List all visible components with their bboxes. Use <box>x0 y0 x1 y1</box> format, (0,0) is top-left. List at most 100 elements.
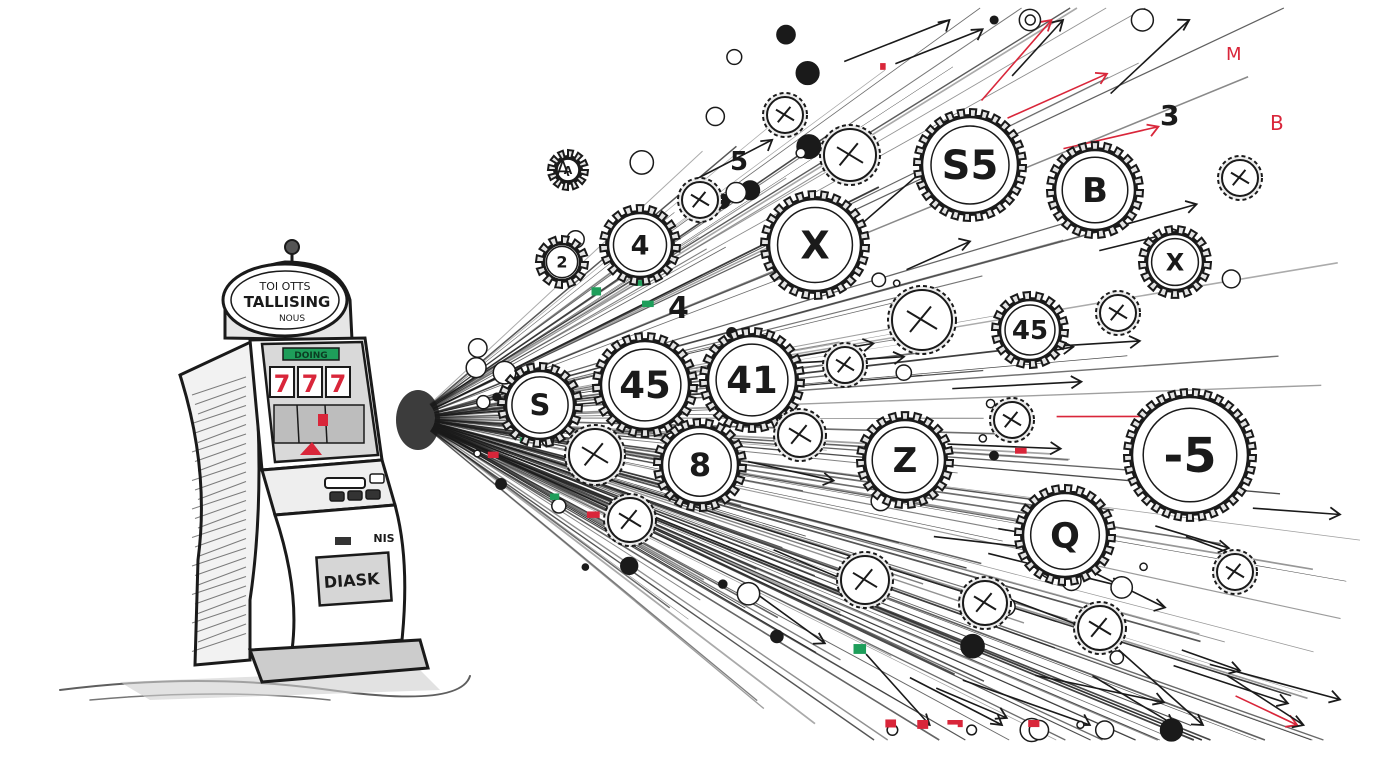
loose-glyphs: 5 3 A B M 4 <box>556 44 1284 326</box>
coin-13: A <box>546 148 590 192</box>
coin-label: -5 <box>1163 428 1216 484</box>
small-circle <box>770 629 784 644</box>
glyph-b: B <box>1270 111 1284 135</box>
coin-label: S5 <box>942 143 999 189</box>
accent-mark <box>880 63 886 70</box>
small-circle <box>629 150 655 175</box>
small-circle <box>475 394 491 410</box>
accent-mark <box>633 280 644 286</box>
small-circle <box>871 272 887 288</box>
arrow <box>1110 18 1191 95</box>
accent-mark <box>853 644 867 654</box>
accent-mark <box>885 719 897 728</box>
arrow <box>1209 663 1342 704</box>
accent-mark <box>947 720 959 725</box>
small-circle <box>966 724 978 736</box>
glyph-4: 4 <box>668 291 689 326</box>
speed-line <box>433 423 1025 624</box>
coin-label: X <box>800 223 829 267</box>
small-circle <box>895 364 913 382</box>
coin-outline <box>603 493 657 547</box>
small-circle <box>1110 576 1134 599</box>
small-circle <box>725 181 748 204</box>
speed-line <box>431 177 787 408</box>
glyph-m: M <box>1226 44 1242 65</box>
speed-line <box>431 427 1195 741</box>
small-circle <box>1094 720 1115 740</box>
coin-1: S5 <box>912 107 1028 223</box>
arrow <box>1101 200 1199 232</box>
small-circle <box>736 581 761 606</box>
coin-outline <box>1073 601 1127 655</box>
top-sign: TOI OTTS TALLISING NOUS <box>221 239 354 342</box>
speed-line <box>432 427 1177 741</box>
glyph-a: A <box>556 157 570 181</box>
speed-line <box>430 124 773 406</box>
coin-label: 8 <box>689 446 711 484</box>
small-circle <box>1221 269 1242 289</box>
small-circle <box>1139 562 1148 572</box>
small-circle <box>581 563 590 571</box>
coin-label: 2 <box>556 253 567 272</box>
small-circle <box>795 60 820 86</box>
arrow <box>952 375 1084 390</box>
small-circle <box>495 478 507 490</box>
coin-label: Q <box>1050 516 1080 556</box>
speed-line <box>432 7 1285 410</box>
small-circle <box>1109 650 1125 665</box>
small-circle <box>620 556 639 576</box>
coin-outline <box>958 576 1012 630</box>
coin-8: X <box>759 189 871 301</box>
coin-outline <box>1212 549 1258 595</box>
side-tag: NIS <box>373 532 394 545</box>
arrow <box>1173 664 1290 707</box>
small-circle <box>985 398 996 409</box>
speed-line <box>432 246 726 409</box>
arrow <box>895 28 985 65</box>
coin-5: 41 <box>698 326 806 433</box>
speed-line <box>432 427 1091 741</box>
coin-6: Z <box>855 411 955 510</box>
display-label: DOING <box>294 351 327 361</box>
arrow <box>906 237 972 271</box>
coin-11: S <box>496 361 584 449</box>
speed-line <box>431 428 940 741</box>
small-circle <box>551 498 567 514</box>
small-circle <box>776 24 796 45</box>
arrow <box>747 460 836 487</box>
accent-mark <box>487 451 499 459</box>
arrow <box>747 587 827 645</box>
coin-7: -5 <box>1122 387 1258 522</box>
cabinet-side <box>178 337 261 667</box>
accent-mark <box>549 493 560 500</box>
arrow <box>1007 71 1109 119</box>
coin-outline <box>677 177 723 223</box>
coin-outline <box>762 92 808 138</box>
coin-label: 45 <box>619 364 671 407</box>
arrow <box>947 441 1063 456</box>
small-circle <box>989 15 999 25</box>
speed-line <box>431 7 1078 409</box>
speed-line <box>430 429 689 620</box>
ground-shadow <box>59 670 471 701</box>
speed-line <box>432 425 985 682</box>
small-circle <box>960 633 985 659</box>
reel-2: 7 <box>302 370 319 398</box>
arrow <box>1011 18 1065 77</box>
coin-4: 45 <box>591 331 699 438</box>
glyph-5: 5 <box>730 147 748 177</box>
cabinet-hatching <box>191 376 247 652</box>
small-circle <box>465 357 487 379</box>
button-deck <box>260 458 397 517</box>
coin-label: A <box>564 164 573 177</box>
arrow <box>843 18 951 63</box>
accent-mark <box>1014 447 1027 454</box>
arrow <box>1226 674 1306 729</box>
small-circle <box>892 279 901 288</box>
coin-label: 4 <box>631 231 650 262</box>
speed-line <box>434 423 806 537</box>
sign-line-1: TOI OTTS <box>258 280 310 293</box>
accent-mark <box>591 287 602 296</box>
reel-3: 7 <box>330 370 347 398</box>
